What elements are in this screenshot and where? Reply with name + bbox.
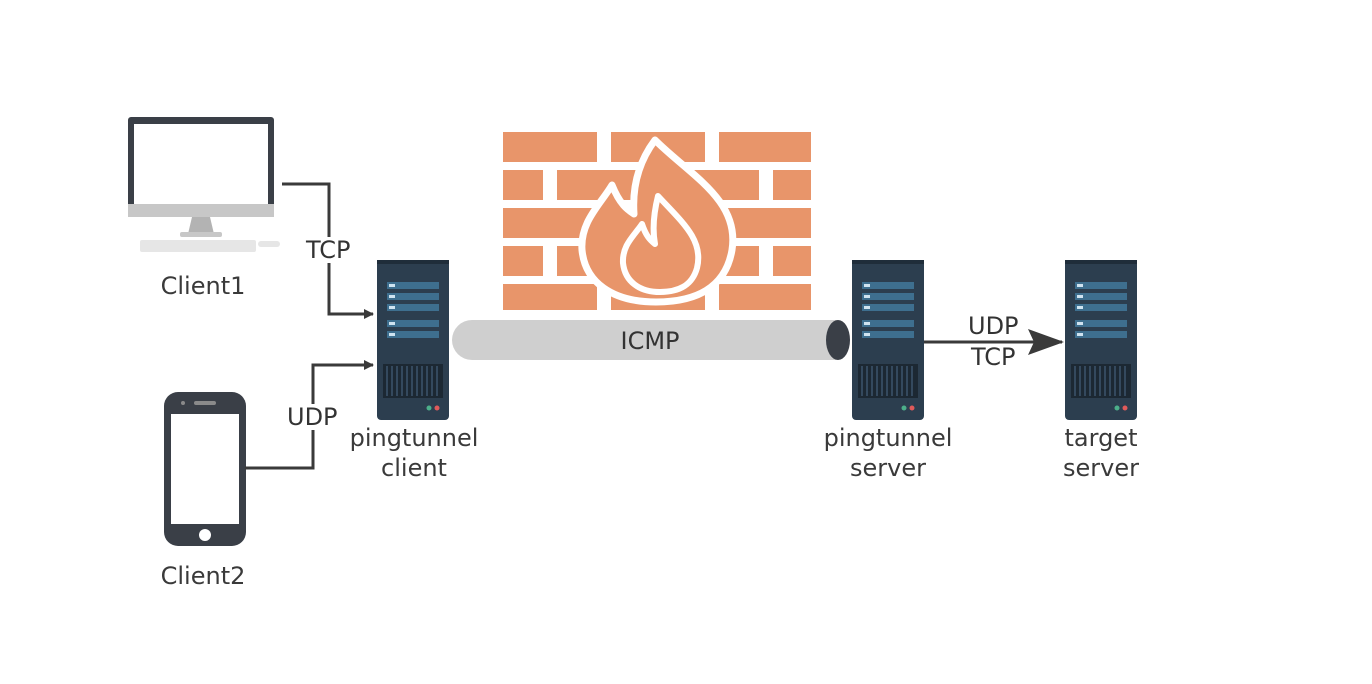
client1-label: Client1 (160, 272, 246, 300)
client2-label: Client2 (160, 562, 246, 590)
client1-monitor-icon (128, 117, 280, 252)
pingtunnel-server-label-line2: server (850, 454, 926, 482)
pingtunnel-server-server-icon (851, 259, 925, 421)
pingtunnel-client-label-line2: client (381, 454, 447, 482)
target-server-label-line2: server (1063, 454, 1139, 482)
tcp-edge-label: TCP (304, 236, 353, 264)
pingtunnel-client-server-icon (376, 259, 450, 421)
target-server-server-icon (1064, 259, 1138, 421)
client2-phone-icon (164, 392, 246, 546)
udp-target-edge-label: UDP (968, 312, 1019, 340)
firewall-flame-icon (578, 136, 737, 306)
icmp-tunnel (452, 320, 850, 360)
udp-edge-label: UDP (285, 403, 340, 431)
pingtunnel-client-label-line1: pingtunnel (349, 424, 479, 452)
icmp-tunnel-label: ICMP (620, 327, 680, 355)
pingtunnel-server-label-line1: pingtunnel (823, 424, 953, 452)
target-server-label-line1: target (1064, 424, 1138, 452)
tcp-target-edge-label: TCP (971, 343, 1016, 371)
